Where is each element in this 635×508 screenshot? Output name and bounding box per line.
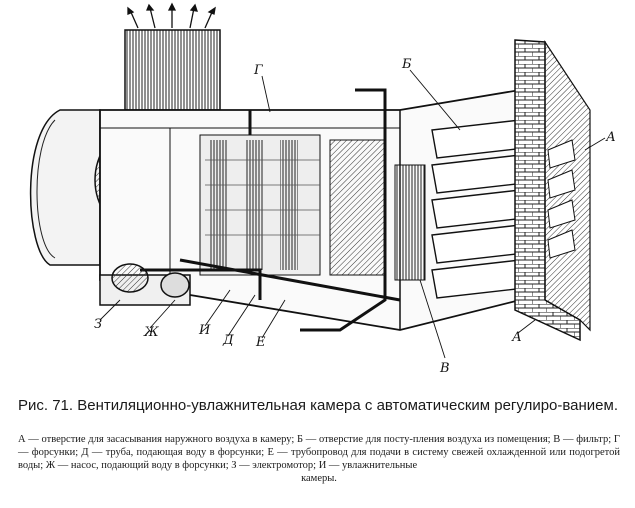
figure-caption: Рис. 71. Вентиляционно-увлажнительная ка…: [18, 397, 619, 414]
figure-legend: А — отверстие для засасывания наружного …: [18, 433, 620, 485]
label-A-top: А: [605, 130, 616, 145]
label-I: И: [198, 323, 211, 338]
room-air-louvers: [431, 119, 526, 299]
filter: [394, 164, 426, 281]
label-Zh: Ж: [143, 325, 159, 340]
humidification-chambers: [199, 134, 386, 276]
exhaust-stack: [124, 2, 221, 111]
water-pipes: [140, 88, 401, 332]
pump-motor: [99, 263, 191, 306]
label-E: Е: [255, 335, 266, 350]
legend-text: А — отверстие для засасывания наружного …: [18, 434, 620, 471]
leader-lines: [99, 69, 606, 359]
legend-text-end: камеры.: [301, 473, 337, 484]
label-A-bottom: А: [511, 330, 522, 345]
label-V: В: [439, 361, 450, 376]
label-D: Д: [222, 333, 234, 348]
label-G: Г: [253, 63, 263, 78]
ventilation-chamber-illustration: Г Б А В З Ж И Д Е А: [29, 2, 616, 376]
label-Z: З: [94, 317, 102, 332]
brick-wall: [514, 39, 591, 342]
label-B: Б: [401, 57, 412, 72]
